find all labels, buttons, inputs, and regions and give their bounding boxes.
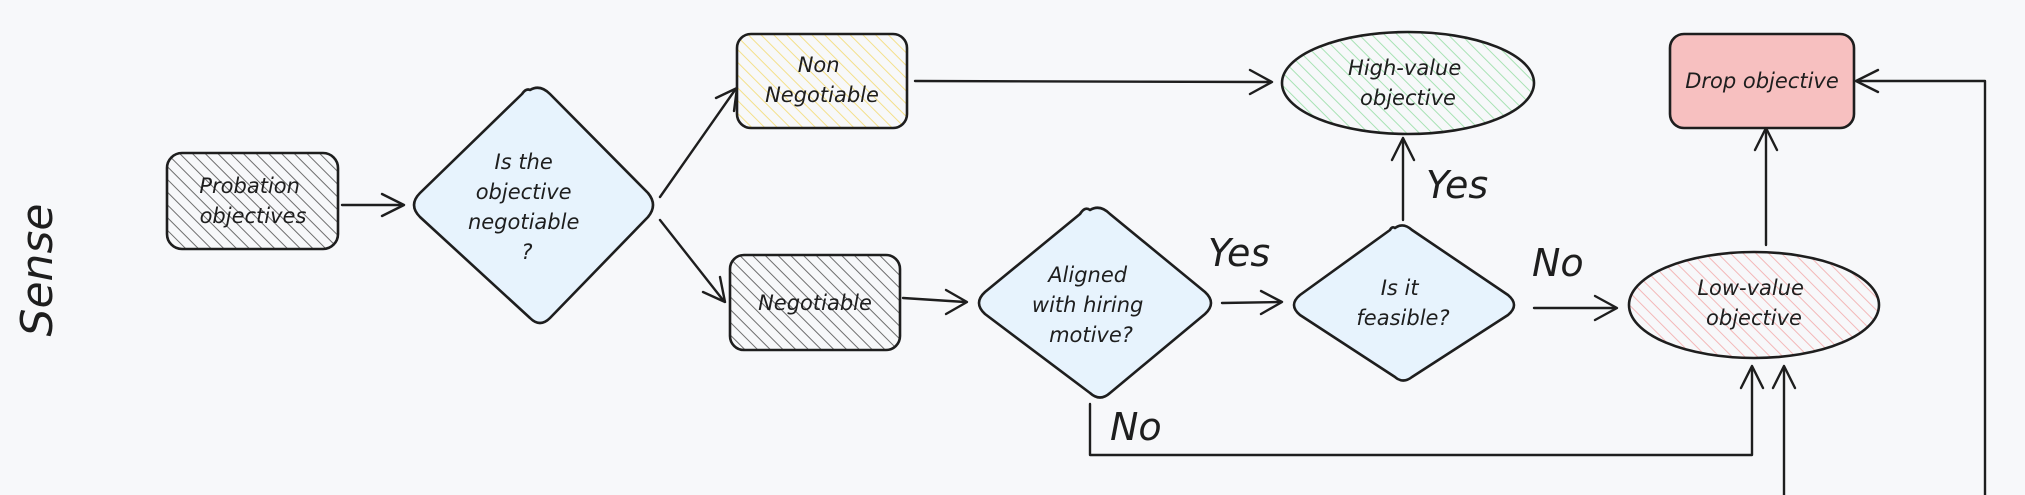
node-negotiable[interactable]: Negotiable <box>728 253 902 352</box>
node-text-feasible: Is it feasible? <box>1356 276 1449 330</box>
edge-incoming-to-drop <box>1854 68 1987 495</box>
node-high-value-objective[interactable]: High-value objective <box>1280 30 1536 136</box>
edge-label-feasible-no: No <box>1532 241 1584 285</box>
edge-low-value-to-drop <box>1753 126 1779 247</box>
node-feasible-decision[interactable]: Is it feasible? <box>1292 224 1516 382</box>
edge-label-aligned-no: No <box>1110 405 1162 449</box>
node-drop-objective[interactable]: Drop objective <box>1668 32 1856 130</box>
edge-negotiable-to-aligned <box>901 288 969 316</box>
node-text-aligned: Aligned with hiring motive? <box>1032 263 1150 347</box>
edge-non-negotiable-to-high-value <box>913 68 1274 96</box>
node-text-negotiable: Negotiable <box>758 291 872 315</box>
edge-aligned-no-to-low-value <box>1088 364 1765 457</box>
node-text-probation: Probation objectives <box>199 174 306 228</box>
edge-label-aligned-yes: Yes <box>1208 231 1270 275</box>
edge-question-to-negotiable <box>658 218 727 304</box>
node-text-drop: Drop objective <box>1685 69 1839 93</box>
edge-question-to-non-negotiable <box>658 86 739 199</box>
edge-feasible-to-high-value <box>1390 136 1416 222</box>
edge-feasible-to-low-value <box>1532 294 1619 322</box>
node-text-negotiable-decision: Is the objective negotiable ? <box>468 150 586 264</box>
node-negotiable-decision[interactable]: Is the objective negotiable ? <box>412 86 655 325</box>
node-probation-objectives[interactable]: Probation objectives <box>165 151 340 251</box>
node-text-high-value: High-value objective <box>1348 56 1468 110</box>
node-aligned-decision[interactable]: Aligned with hiring motive? <box>977 206 1213 399</box>
edge-aligned-to-feasible <box>1220 289 1284 316</box>
edge-incoming-to-low-value <box>1771 364 1797 495</box>
edge-label-feasible-yes: Yes <box>1426 163 1488 207</box>
node-non-negotiable[interactable]: Non Negotiable <box>735 32 909 130</box>
node-low-value-objective[interactable]: Low-value objective <box>1627 250 1881 360</box>
side-label-sense: Sense <box>12 204 63 337</box>
node-text-low-value: Low-value objective <box>1697 276 1810 330</box>
node-text-non-negotiable: Non Negotiable <box>765 53 879 107</box>
edge-probation-to-negotiable-question <box>340 192 406 218</box>
